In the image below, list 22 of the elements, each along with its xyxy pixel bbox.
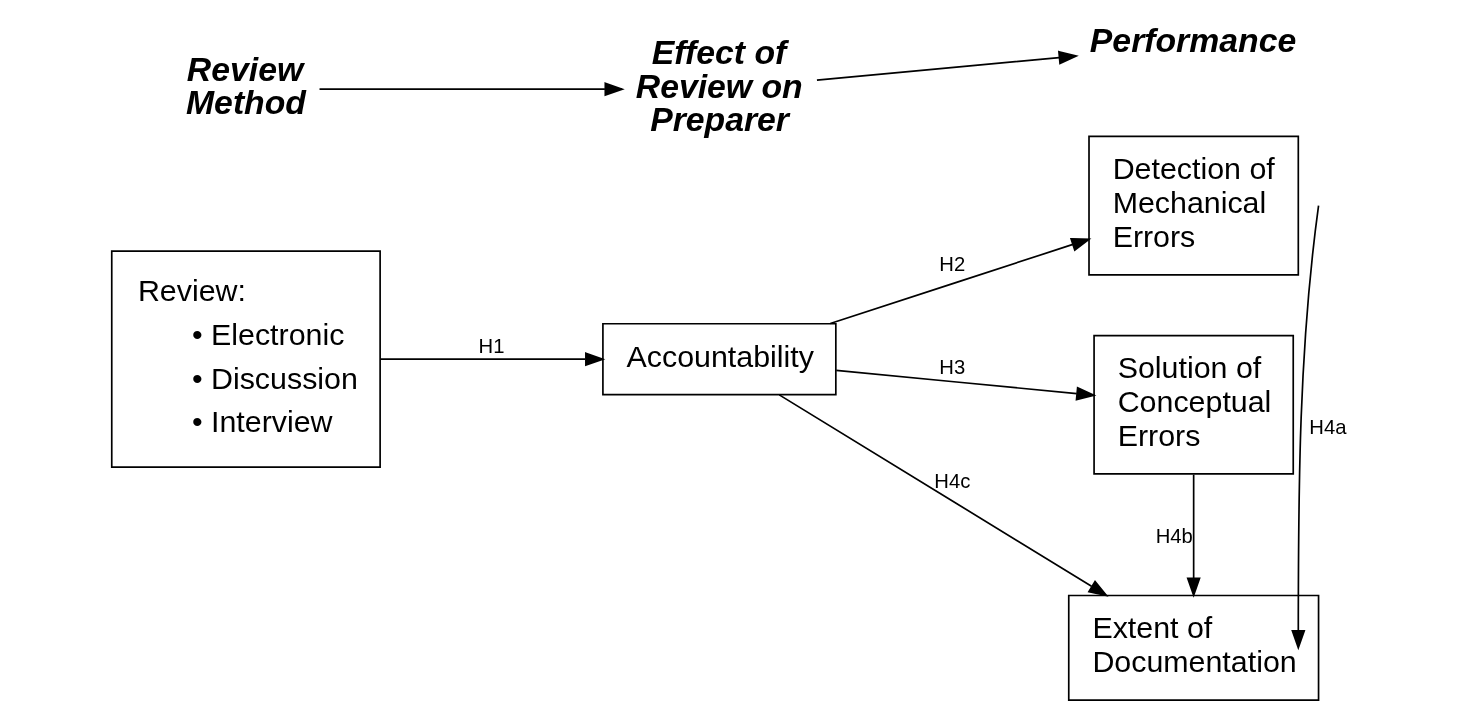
node-box: Detection of Mechanical Errors — [1087, 135, 1299, 276]
node-text: Review Method — [185, 49, 306, 122]
node-box: Solution of Conceptual Errors — [1092, 334, 1294, 475]
edge-label: H3 — [938, 355, 965, 378]
arrow — [1290, 204, 1319, 651]
node-text: Effect of Review on Preparer — [635, 32, 803, 139]
arrow — [379, 352, 605, 367]
node-box: Accountability — [601, 322, 837, 396]
edge-label: H2 — [938, 252, 965, 275]
node-text: Performance — [1089, 21, 1296, 59]
node-box: Extent of Documentation — [1067, 594, 1319, 701]
arrow — [815, 50, 1079, 82]
node-box: Review: • Electronic • Discussion • Interview — [110, 250, 381, 469]
edge-label: H4a — [1308, 416, 1346, 439]
arrow — [834, 369, 1096, 401]
arrow — [318, 82, 625, 97]
edge-label: H4c — [933, 470, 970, 493]
edge-label: H1 — [478, 335, 504, 358]
arrow — [1186, 473, 1201, 598]
arrow — [828, 237, 1091, 325]
arrow — [777, 394, 1109, 597]
edge-label: H4b — [1155, 524, 1193, 547]
